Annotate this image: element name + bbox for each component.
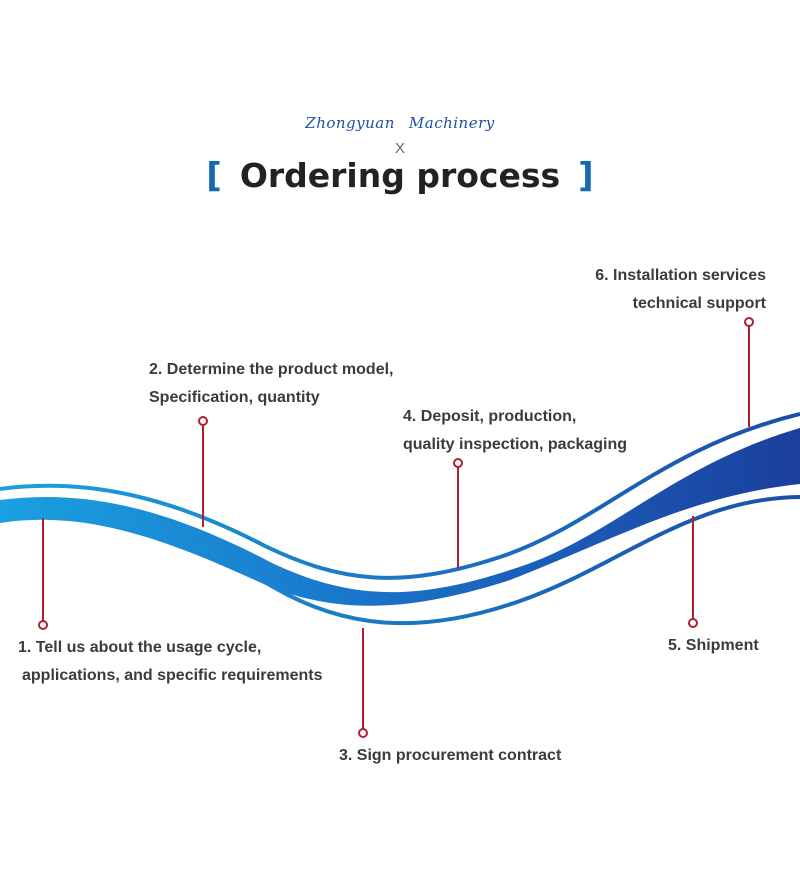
- step-6: 6. Installation services technical suppo…: [595, 262, 766, 318]
- step-1-line-2: applications, and specific requirements: [22, 667, 323, 684]
- step-6-line-2: technical support: [632, 295, 766, 312]
- bracket-close: ]: [578, 156, 594, 196]
- connector-dot-2: [198, 416, 208, 426]
- connectors: [38, 317, 754, 738]
- step-2: 2. Determine the product model, Specific…: [149, 356, 393, 412]
- step-2-line-2: Specification, quantity: [149, 389, 320, 406]
- step-6-line-1: 6. Installation services: [595, 267, 766, 284]
- step-3-line-1: 3. Sign procurement contract: [339, 747, 562, 764]
- connector-dot-3: [358, 728, 368, 738]
- step-2-line-1: 2. Determine the product model,: [149, 361, 394, 378]
- wave-outer-top: [0, 412, 800, 580]
- step-4: 4. Deposit, production, quality inspecti…: [403, 403, 627, 459]
- wave-outer-bottom: [0, 495, 800, 626]
- brand-word-1: Zhongyuan: [305, 114, 395, 132]
- step-3: 3. Sign procurement contract: [339, 742, 561, 770]
- step-5-line-1: 5. Shipment: [668, 637, 759, 654]
- connector-dot-6: [744, 317, 754, 327]
- page-title: [ Ordering process]: [0, 156, 800, 196]
- step-1: 1. Tell us about the usage cycle, applic…: [18, 634, 323, 690]
- connector-dot-5: [688, 618, 698, 628]
- title-text: Ordering process: [239, 156, 561, 195]
- bracket-open: [: [206, 156, 222, 196]
- step-5: 5. Shipment: [668, 632, 759, 660]
- brand-logo-text: Zhongyuan Machinery: [0, 114, 800, 132]
- step-4-line-1: 4. Deposit, production,: [403, 408, 577, 425]
- connector-dot-1: [38, 620, 48, 630]
- brand-word-2: Machinery: [408, 114, 495, 132]
- step-1-line-1: 1. Tell us about the usage cycle,: [18, 639, 262, 656]
- step-4-line-2: quality inspection, packaging: [403, 436, 628, 453]
- wave-main-band: [0, 428, 800, 606]
- brand-divider: X: [394, 140, 405, 157]
- connector-dot-4: [453, 458, 463, 468]
